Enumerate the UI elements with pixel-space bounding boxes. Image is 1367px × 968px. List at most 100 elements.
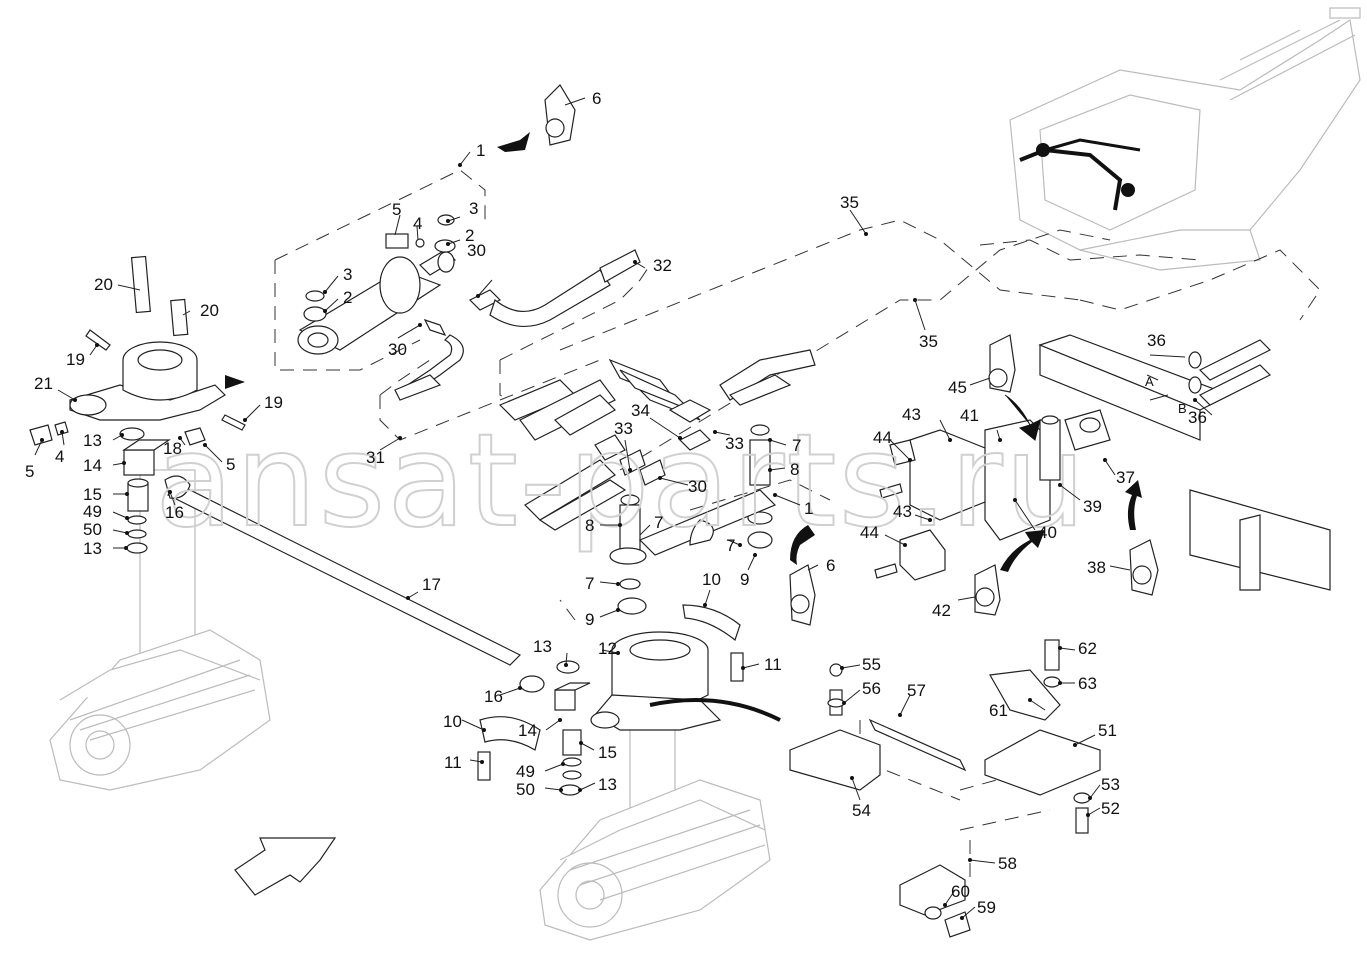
- machine-overview-illustration: [1009, 7, 1361, 271]
- part-label: 53: [1101, 775, 1120, 794]
- part-label: 16: [165, 503, 184, 522]
- part-label: 13: [598, 775, 617, 794]
- part-label: 1: [476, 141, 485, 160]
- part-label: 3: [469, 199, 478, 218]
- part-label: 51: [1098, 721, 1117, 740]
- part-label: 11: [764, 655, 782, 674]
- part-label: 33: [614, 419, 633, 438]
- part-label: 8: [585, 516, 594, 535]
- part-label: 35: [919, 332, 938, 351]
- part-label: 36: [1188, 408, 1207, 427]
- part-label: 6: [592, 89, 601, 108]
- part-label: 3: [343, 265, 352, 284]
- part-label: 13: [83, 431, 102, 450]
- part-label: 39: [1083, 497, 1102, 516]
- part-label: 30: [388, 340, 407, 359]
- port-label-a: A: [1145, 374, 1154, 389]
- watermark-text: ansat-parts.ru: [155, 407, 1088, 556]
- part-label: 56: [862, 679, 881, 698]
- part-label: 5: [392, 200, 401, 219]
- part-label: 5: [226, 455, 235, 474]
- part-label: 38: [1087, 558, 1106, 577]
- part-label: 61: [989, 701, 1008, 720]
- valve-block-assembly: [874, 334, 1331, 591]
- part-label: 40: [1038, 523, 1057, 542]
- part-label: 5: [25, 462, 34, 481]
- part-label: 13: [83, 539, 102, 558]
- direction-arrows: [234, 132, 1142, 896]
- part-label: 12: [598, 639, 617, 658]
- hydraulic-cylinder: [297, 214, 456, 355]
- part-label: 43: [893, 502, 912, 521]
- part-label: 32: [653, 256, 672, 275]
- part-label: 55: [862, 655, 881, 674]
- part-label: 54: [852, 801, 871, 820]
- part-label: 45: [948, 378, 967, 397]
- part-label: 14: [83, 456, 102, 475]
- part-label: 42: [932, 601, 951, 620]
- part-label: 8: [790, 460, 799, 479]
- part-label: 10: [443, 712, 462, 731]
- part-label: 20: [200, 301, 219, 320]
- part-label: 49: [83, 502, 102, 521]
- part-label: 63: [1078, 674, 1097, 693]
- adapter-icons: [544, 84, 1159, 626]
- part-label: 44: [873, 428, 892, 447]
- part-label: 58: [998, 854, 1017, 873]
- part-label: 57: [907, 681, 926, 700]
- part-label: 49: [516, 762, 535, 781]
- part-label: 17: [422, 575, 441, 594]
- part-label: 13: [533, 637, 552, 656]
- part-label: 15: [83, 485, 102, 504]
- part-label: 1: [804, 499, 813, 518]
- part-label: 18: [163, 439, 182, 458]
- leader-lines: [34, 97, 1213, 920]
- part-label: 14: [518, 721, 537, 740]
- part-label: 30: [467, 241, 486, 260]
- port-label-b: B: [1178, 401, 1187, 416]
- part-label: 16: [484, 687, 503, 706]
- part-label: 7: [654, 513, 663, 532]
- part-label: 62: [1078, 639, 1097, 658]
- part-label: 59: [977, 898, 996, 917]
- hydraulic-hoses: [394, 249, 816, 531]
- part-label: 21: [34, 374, 53, 393]
- part-labels: 1 1 2 2 3 3 4 4 5 5 5 6 6 7 7 7 7 8 8 9 …: [25, 89, 1207, 917]
- center-pivot: [477, 604, 781, 796]
- shaft-assembly: [29, 421, 545, 693]
- part-label: 7: [792, 436, 801, 455]
- part-label: 19: [264, 393, 283, 412]
- part-label: 50: [516, 780, 535, 799]
- part-label: 41: [960, 406, 979, 425]
- swing-arm-left: [69, 255, 246, 431]
- part-label: 35: [840, 193, 859, 212]
- part-label: 9: [585, 610, 594, 629]
- part-label: 34: [631, 401, 650, 420]
- part-label: 36: [1147, 331, 1166, 350]
- part-label: 6: [826, 556, 835, 575]
- part-label: 52: [1101, 799, 1120, 818]
- part-label: 20: [94, 275, 113, 294]
- part-label: 43: [902, 405, 921, 424]
- part-label: 4: [413, 214, 422, 233]
- part-label: 2: [465, 226, 474, 245]
- part-label: 60: [951, 882, 970, 901]
- mounting-brackets-right: [789, 639, 1101, 938]
- part-label: 2: [343, 288, 352, 307]
- pin-stack-center: [609, 424, 777, 615]
- part-label: 19: [66, 350, 85, 369]
- part-label: 31: [366, 448, 385, 467]
- part-label: 50: [83, 520, 102, 539]
- part-label: 4: [55, 447, 64, 466]
- part-label: 37: [1116, 468, 1135, 487]
- part-label: 33: [725, 434, 744, 453]
- part-label: 10: [702, 570, 721, 589]
- crawler-track-left: [49, 469, 271, 791]
- part-label: 44: [860, 523, 879, 542]
- part-label: 7: [726, 536, 735, 555]
- front-direction-arrow-icon: [234, 837, 337, 896]
- part-label: 9: [740, 570, 749, 589]
- part-label: 30: [688, 477, 707, 496]
- part-label: 15: [598, 743, 617, 762]
